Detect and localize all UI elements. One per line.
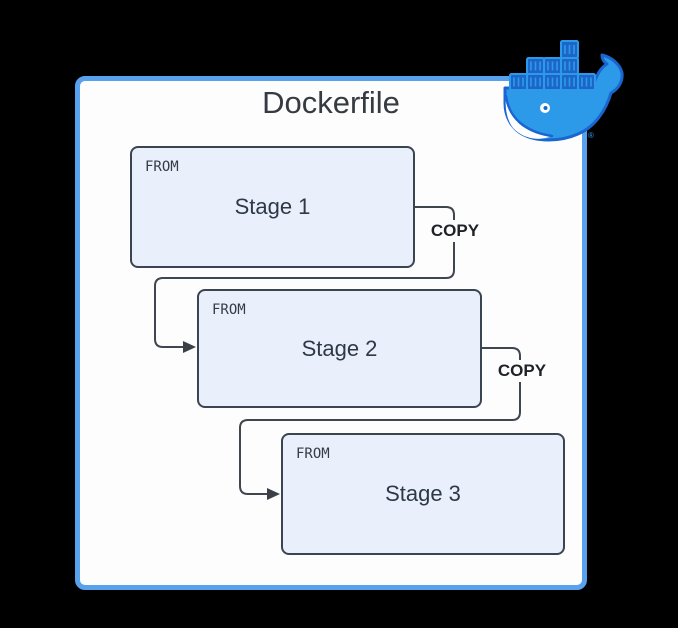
trademark-symbol: ® bbox=[588, 131, 594, 140]
stage-2-from-keyword: FROM bbox=[212, 302, 246, 318]
whale-pupil bbox=[543, 106, 548, 110]
stage-3-from-keyword: FROM bbox=[296, 446, 330, 462]
stage-3-box: FROM Stage 3 bbox=[281, 433, 565, 555]
whale-mouth bbox=[505, 96, 552, 139]
copy-label-1: COPY bbox=[426, 220, 484, 242]
whale-smile-line bbox=[504, 94, 554, 138]
stage-3-label: Stage 3 bbox=[385, 481, 461, 506]
docker-whale-icon: ® bbox=[503, 40, 624, 142]
page-title: Dockerfile bbox=[262, 85, 400, 120]
stage-1-label: Stage 1 bbox=[234, 194, 311, 219]
copy-label-2: COPY bbox=[493, 360, 551, 382]
stage-2-label: Stage 2 bbox=[301, 335, 378, 361]
stage-1-box: FROM Stage 1 bbox=[130, 146, 415, 268]
stage-1-from-keyword: FROM bbox=[145, 159, 179, 175]
stage-2-box: FROM Stage 2 bbox=[197, 289, 482, 408]
container-stripes bbox=[513, 45, 592, 87]
